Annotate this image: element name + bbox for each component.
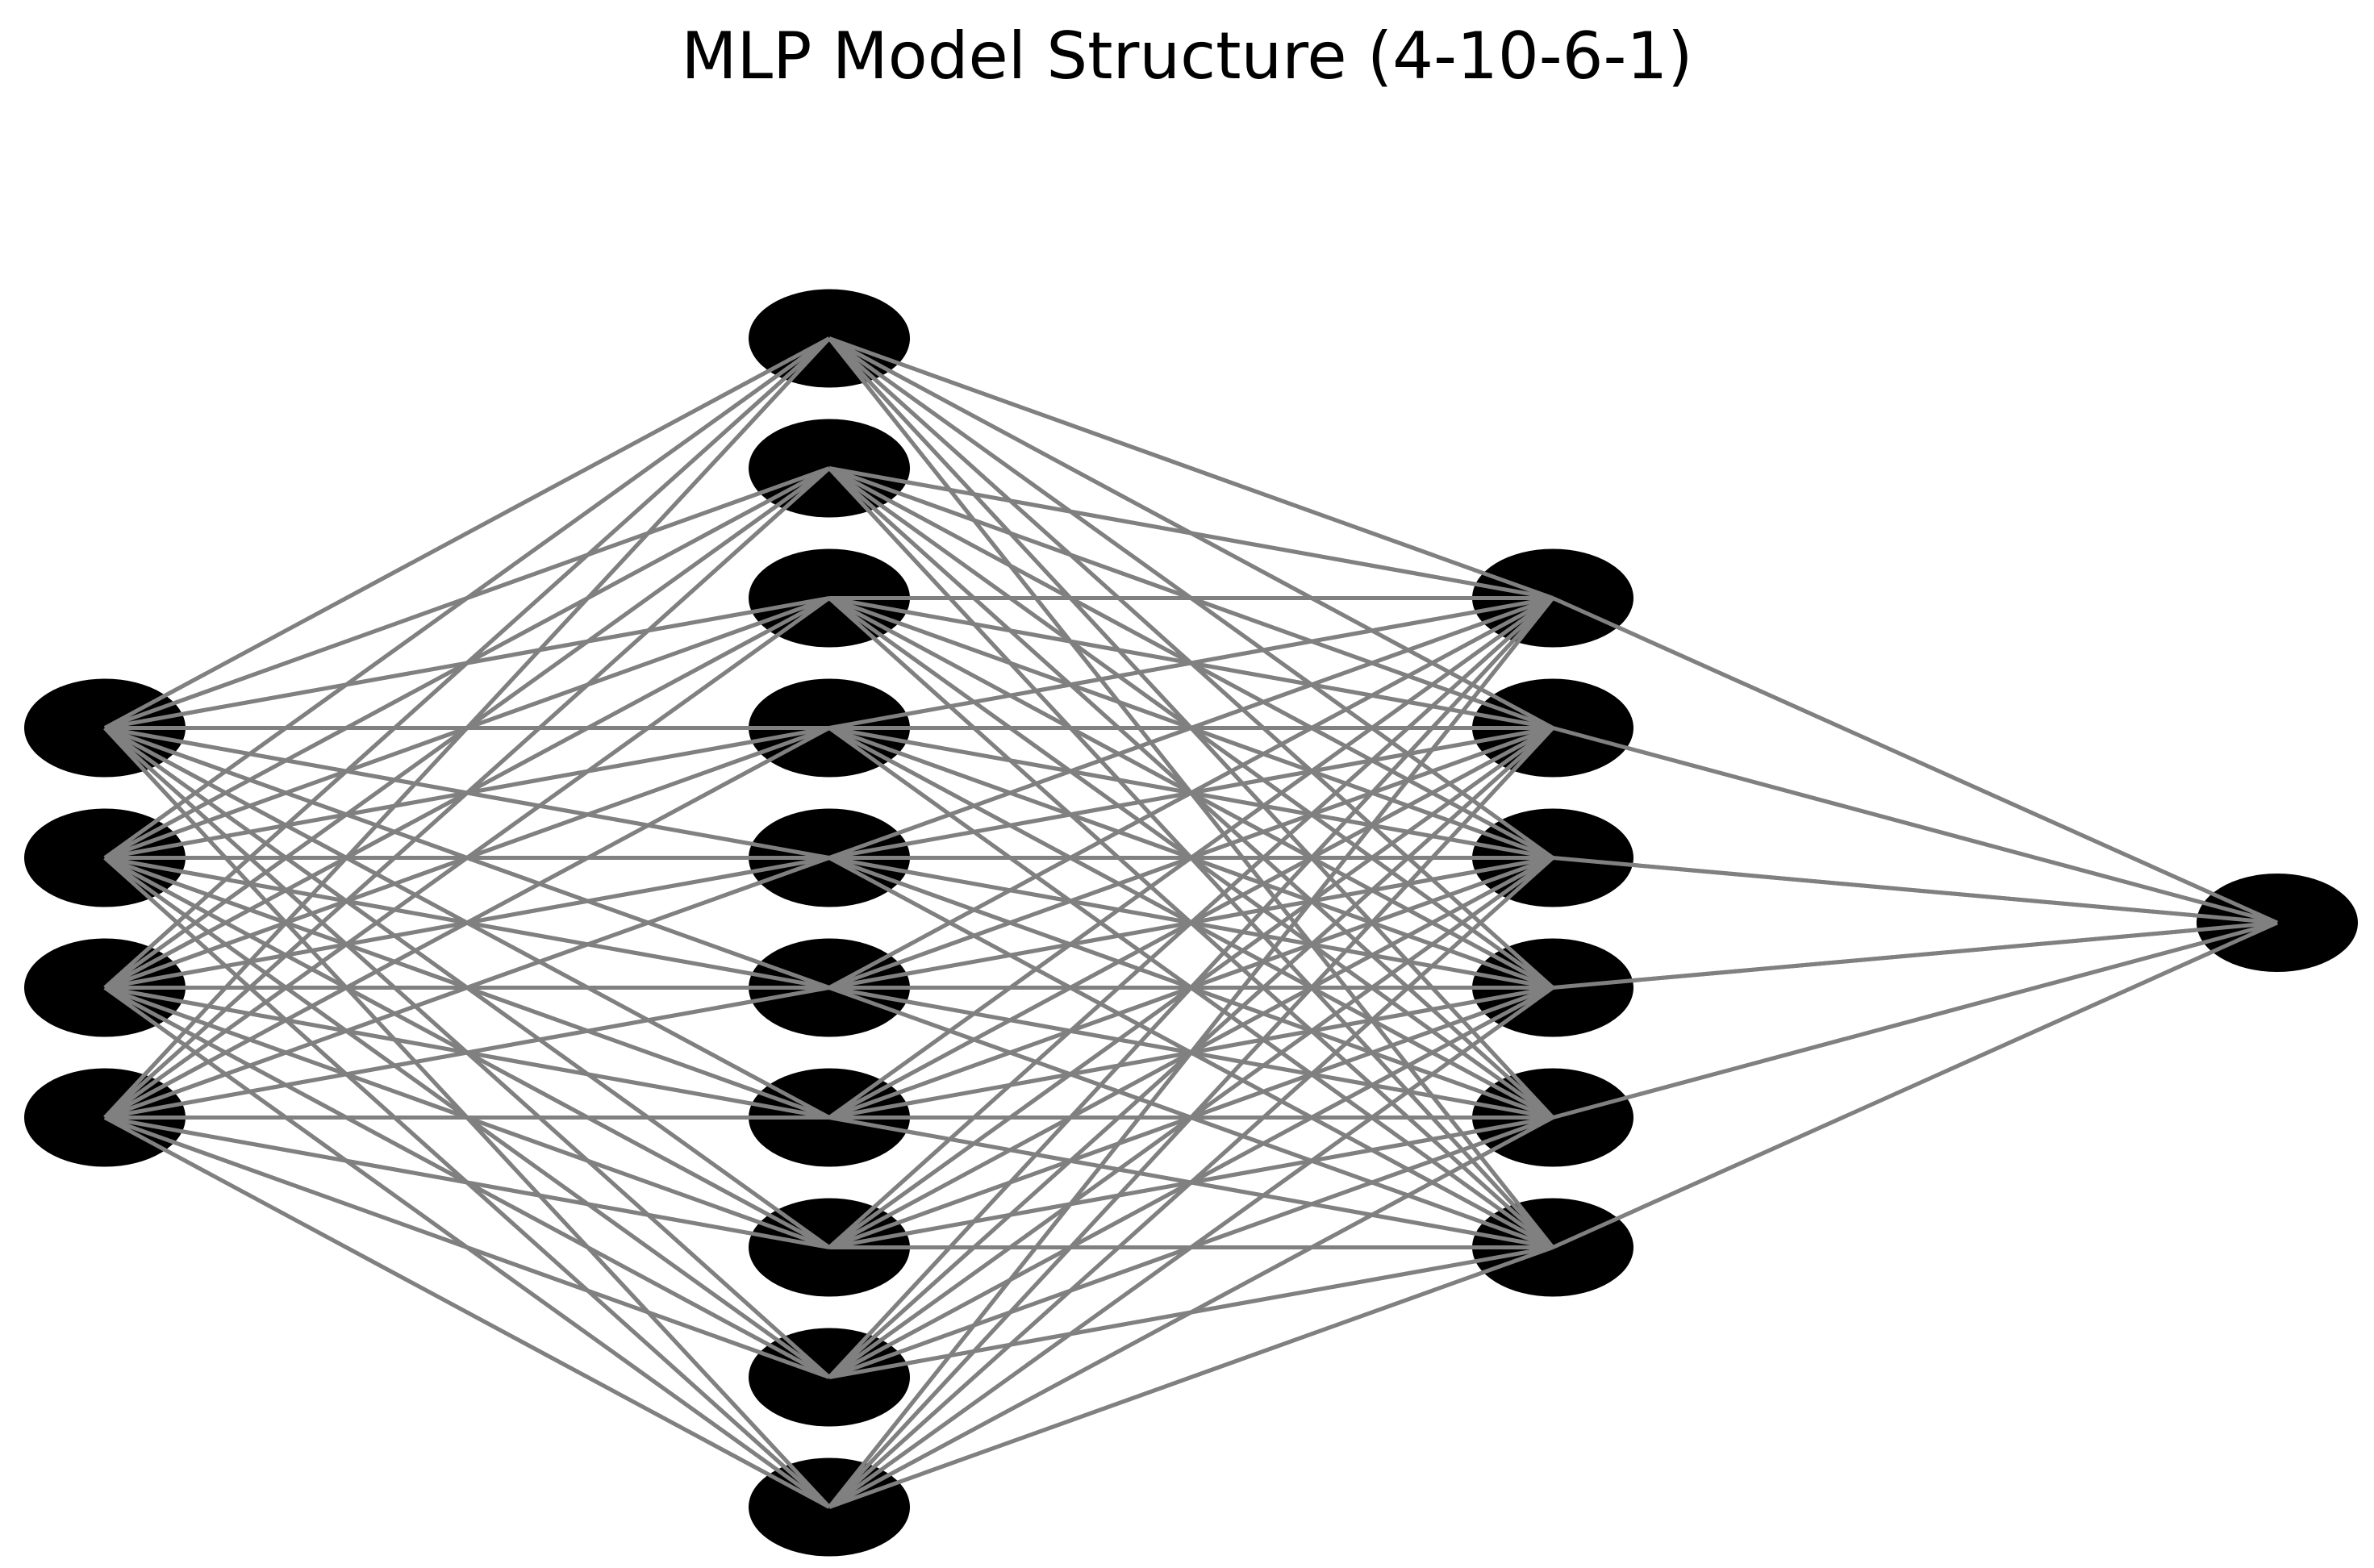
connection-overlay-input-0-to-hidden-1-0 bbox=[103, 336, 831, 730]
connection-overlay-hidden-1-5-to-hidden-2-0 bbox=[828, 596, 1554, 990]
connection-overlay-input-1-to-hidden-1-0 bbox=[103, 336, 831, 860]
diagram-title: MLP Model Structure (4-10-6-1) bbox=[681, 19, 1693, 94]
connection-overlay-hidden-1-6-to-hidden-2-0 bbox=[828, 596, 1554, 1120]
connection-overlay-hidden-1-3-to-hidden-2-0 bbox=[828, 596, 1554, 730]
connection-overlay-hidden-1-0-to-hidden-2-0 bbox=[828, 336, 1554, 600]
connection-overlay-hidden-1-9-to-hidden-2-5 bbox=[828, 1245, 1554, 1509]
connection-overlay-hidden-2-2-to-output-0 bbox=[1552, 856, 2278, 925]
connection-overlay-input-3-to-hidden-1-0 bbox=[103, 336, 831, 1120]
connection-overlay-hidden-1-9-to-hidden-2-1 bbox=[828, 726, 1554, 1509]
connection-overlay-hidden-2-1-to-output-0 bbox=[1552, 726, 2278, 925]
connection-overlay-hidden-1-9-to-hidden-2-3 bbox=[828, 986, 1554, 1509]
connection-overlay-input-3-to-hidden-1-3 bbox=[103, 726, 831, 1120]
connection-overlay-input-3-to-hidden-1-4 bbox=[104, 856, 830, 1120]
edges-overlay-group bbox=[103, 336, 2279, 1509]
connection-overlay-hidden-2-0-to-output-0 bbox=[1551, 596, 2279, 925]
connection-overlay-hidden-1-4-to-hidden-2-0 bbox=[828, 596, 1554, 860]
connection-overlay-input-3-to-hidden-1-5 bbox=[104, 986, 830, 1120]
connection-overlay-hidden-1-8-to-hidden-2-0 bbox=[828, 596, 1554, 1379]
connection-overlay-input-2-to-hidden-1-0 bbox=[103, 336, 831, 990]
connection-overlay-input-3-to-hidden-1-2 bbox=[103, 596, 831, 1120]
connection-overlay-hidden-1-1-to-hidden-2-0 bbox=[828, 466, 1554, 600]
connection-overlay-hidden-2-3-to-output-0 bbox=[1552, 920, 2278, 990]
connection-overlay-hidden-1-7-to-hidden-2-0 bbox=[828, 596, 1554, 1249]
connection-overlay-hidden-1-9-to-hidden-2-4 bbox=[828, 1116, 1554, 1509]
connection-overlay-hidden-1-9-to-hidden-2-2 bbox=[828, 856, 1554, 1509]
connection-overlay-input-3-to-hidden-1-8 bbox=[104, 1116, 830, 1379]
connection-overlay-hidden-2-5-to-output-0 bbox=[1551, 920, 2279, 1249]
connection-overlay-hidden-2-4-to-output-0 bbox=[1552, 920, 2278, 1120]
connection-overlay-hidden-1-9-to-hidden-2-0 bbox=[828, 596, 1554, 1509]
connection-overlay-input-3-to-hidden-1-9 bbox=[103, 1116, 831, 1509]
connection-overlay-input-3-to-hidden-1-7 bbox=[104, 1116, 830, 1249]
connection-overlay-input-3-to-hidden-1-1 bbox=[103, 466, 831, 1120]
